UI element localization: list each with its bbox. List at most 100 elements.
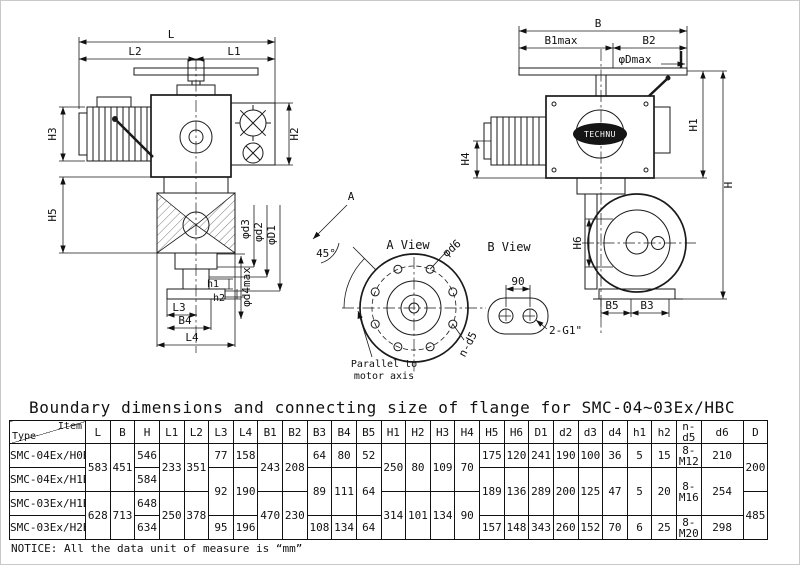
- mounting-flange: [166, 288, 226, 300]
- cell-L1: 250: [158, 491, 185, 540]
- cell-B: 451: [109, 443, 136, 492]
- type-cell: SMC-03Ex/H1BC: [9, 491, 86, 516]
- cell-H: 634: [134, 515, 160, 540]
- flange-outline: [359, 253, 469, 363]
- cell-L4: 190: [232, 467, 259, 516]
- cell-h2: 15: [651, 443, 677, 468]
- column-header: L2: [183, 420, 210, 444]
- cell-H5: 157: [479, 515, 505, 540]
- dim-H4: H4: [459, 152, 472, 166]
- dim-H6: H6: [571, 236, 584, 249]
- column-header: H3: [429, 420, 456, 444]
- cell-h2: 25: [651, 515, 677, 540]
- type-cell: SMC-04Ex/H1BC: [9, 467, 86, 492]
- base-plate: [598, 288, 676, 300]
- dim-d4max: φd4max: [240, 267, 253, 307]
- dim-L1: L1: [227, 45, 240, 58]
- column-header: d4: [602, 420, 628, 444]
- cell-H3: 134: [429, 491, 456, 540]
- cell-D1: 241: [528, 443, 554, 468]
- cell-B3: 108: [306, 515, 333, 540]
- dim-L4: L4: [185, 331, 199, 344]
- cell-H5: 189: [479, 467, 505, 516]
- dim-D1: φD1: [265, 225, 278, 245]
- cell-h2: 20: [651, 467, 677, 516]
- column-header: h2: [651, 420, 677, 444]
- cell-H4: 70: [454, 443, 480, 492]
- cell-L: 583: [85, 443, 111, 492]
- cell-nd5: 8-M20: [676, 515, 702, 540]
- column-header: d6: [700, 420, 744, 444]
- cell-H3: 109: [429, 443, 456, 492]
- corner-item-label: Item: [57, 421, 82, 432]
- motor-side: [490, 116, 547, 166]
- cell-B: 713: [109, 491, 136, 540]
- column-header: d3: [577, 420, 604, 444]
- dim-H2: H2: [288, 127, 301, 140]
- cell-B3: 64: [306, 443, 333, 468]
- bolt-circle: [371, 265, 457, 351]
- cell-B5: 64: [355, 515, 382, 540]
- column-header: H2: [405, 420, 431, 444]
- cell-h1: 5: [626, 467, 653, 516]
- cell-d6: 254: [700, 467, 744, 516]
- dim-d3: φd3: [239, 219, 252, 239]
- dim-L: L: [168, 28, 175, 41]
- cell-B4: 134: [331, 515, 357, 540]
- cell-H1: 250: [380, 443, 407, 492]
- cell-B2: 208: [282, 443, 308, 492]
- cell-H: 584: [134, 467, 160, 492]
- corner-header: Item Type: [9, 420, 86, 444]
- conduit-plate: [487, 297, 549, 335]
- table-row: SMC-04Ex/H0BC 583 451 546 233 351 77 158…: [9, 443, 793, 492]
- cell-L2: 378: [183, 491, 210, 540]
- brand-plate: [573, 123, 627, 145]
- cell-L3: 77: [208, 443, 234, 468]
- cell-B1: 470: [257, 491, 283, 540]
- dim-B5: B5: [605, 299, 618, 312]
- cell-d6: 210: [700, 443, 744, 468]
- dim-d2: φd2: [252, 222, 265, 242]
- front-view-dimensions: L L2 L1 H3 H5 H2 φd3 φd2 φD1 A 45° φd4ma…: [46, 28, 355, 348]
- side-view: TECHNU: [483, 49, 696, 336]
- dim-B1max: B1max: [544, 34, 577, 47]
- column-header: D1: [528, 420, 554, 444]
- cell-B2: 230: [282, 491, 308, 540]
- dim-h1: h1: [207, 279, 219, 290]
- type-cell: SMC-03Ex/H2BC: [9, 515, 86, 540]
- cell-H5: 175: [479, 443, 505, 468]
- thread-label-2-G1: 2-G1": [549, 324, 582, 337]
- cell-B5: 64: [355, 467, 382, 516]
- dim-90: 90: [511, 275, 524, 288]
- column-header: B3: [306, 420, 333, 444]
- control-box: [230, 102, 276, 166]
- column-header: B: [109, 420, 136, 444]
- cell-L3: 92: [208, 467, 234, 516]
- cell-L4: 158: [232, 443, 259, 468]
- dim-H1: H1: [687, 118, 700, 131]
- dim-B: B: [595, 17, 602, 30]
- cell-nd5: 8-M12: [676, 443, 702, 468]
- gear-housing: [150, 94, 232, 178]
- header-row: Item Type L B H L1 L2 L3 L4 B1 B2 B3 B4 …: [9, 420, 793, 444]
- column-header: H: [134, 420, 160, 444]
- cell-d4: 36: [602, 443, 628, 468]
- column-header: H5: [479, 420, 505, 444]
- cell-B5: 52: [355, 443, 382, 468]
- cell-L1: 233: [158, 443, 185, 492]
- technical-drawing: L L2 L1 H3 H5 H2 φd3 φd2 φD1 A 45° φd4ma…: [46, 17, 735, 382]
- dim-B2: B2: [642, 34, 655, 47]
- cell-D: 485: [742, 491, 769, 540]
- cell-B3: 89: [306, 467, 333, 516]
- brand-logo-text: TECHNU: [584, 130, 616, 139]
- cell-d3: 152: [577, 515, 604, 540]
- cell-nd5: 8-M16: [676, 467, 702, 516]
- column-header: d2: [552, 420, 579, 444]
- cell-D1: 289: [528, 467, 554, 516]
- side-view-dimensions: B B1max B2 φDmax H1 H H4 H6 B5 B3: [459, 17, 735, 317]
- notice-text: NOTICE: All the data unit of measure is …: [11, 542, 303, 555]
- column-header: n-d5: [676, 420, 702, 444]
- cell-H6: 120: [503, 443, 530, 468]
- declutch-lever: [116, 120, 154, 158]
- column-header: H4: [454, 420, 480, 444]
